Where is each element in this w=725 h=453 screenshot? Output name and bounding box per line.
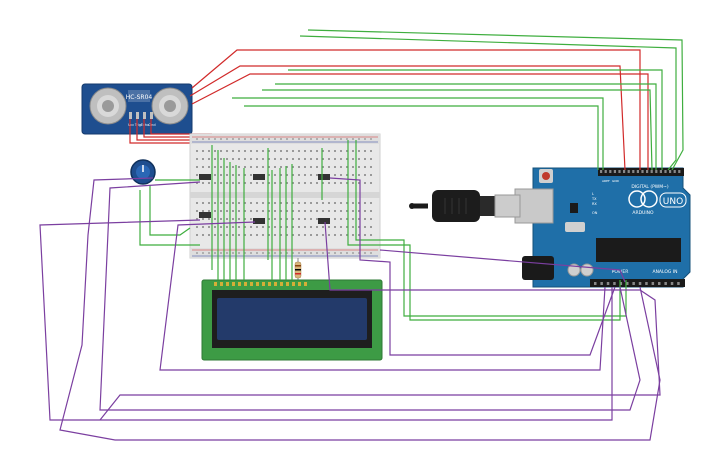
sensor-pin-vcc: Vcc bbox=[128, 123, 134, 127]
sensor-transducer-right bbox=[151, 87, 189, 125]
arduino-model-label: UNO bbox=[663, 197, 683, 207]
wires-purple bbox=[39, 177, 661, 441]
arduino-aref-label: AREF bbox=[602, 179, 610, 183]
pushbutton-5[interactable] bbox=[253, 218, 265, 224]
arduino-gnd-label: GND bbox=[612, 179, 620, 183]
pushbutton-3[interactable] bbox=[318, 174, 330, 180]
breadboard-holes bbox=[196, 138, 372, 254]
arduino-rx-label: RX bbox=[592, 202, 597, 206]
pushbutton-6[interactable] bbox=[318, 218, 330, 224]
arduino-l-label: L bbox=[592, 192, 594, 196]
power-analog-pin-header bbox=[594, 282, 680, 285]
pushbutton-1[interactable] bbox=[199, 174, 211, 180]
usb-cable bbox=[409, 190, 521, 222]
arduino-digital-header: DIGITAL (PWM~) bbox=[631, 184, 669, 190]
sensor-model-label: HC-SR04 bbox=[126, 94, 153, 101]
pushbutton-2[interactable] bbox=[253, 174, 265, 180]
ultrasonic-sensor[interactable]: HC-SR04 Vcc Trig Echo Gnd bbox=[81, 83, 193, 135]
wires-red bbox=[189, 49, 649, 171]
arduino-brand-label: ARDUINO bbox=[632, 210, 654, 216]
arduino-on-label: ON bbox=[592, 211, 598, 215]
sensor-pin-echo: Echo bbox=[141, 123, 150, 127]
sensor-pin-gnd: Gnd bbox=[148, 123, 155, 127]
arduino-analog-label: ANALOG IN bbox=[652, 269, 677, 275]
sensor-transducer-left bbox=[89, 87, 127, 125]
lcd-display[interactable] bbox=[201, 279, 383, 361]
pushbuttons bbox=[199, 174, 330, 224]
arduino-uno-board[interactable]: UNO ARDUINO DIGITAL (PWM~) POWER ANALOG … bbox=[514, 167, 691, 288]
potentiometer[interactable] bbox=[130, 159, 156, 185]
arduino-tx-label: TX bbox=[591, 197, 597, 201]
pushbutton-4[interactable] bbox=[199, 212, 211, 218]
arduino-power-label: POWER bbox=[612, 269, 629, 275]
wires-green bbox=[139, 29, 684, 321]
digital-pin-header bbox=[600, 170, 681, 173]
lcd-pin-header bbox=[214, 282, 307, 286]
